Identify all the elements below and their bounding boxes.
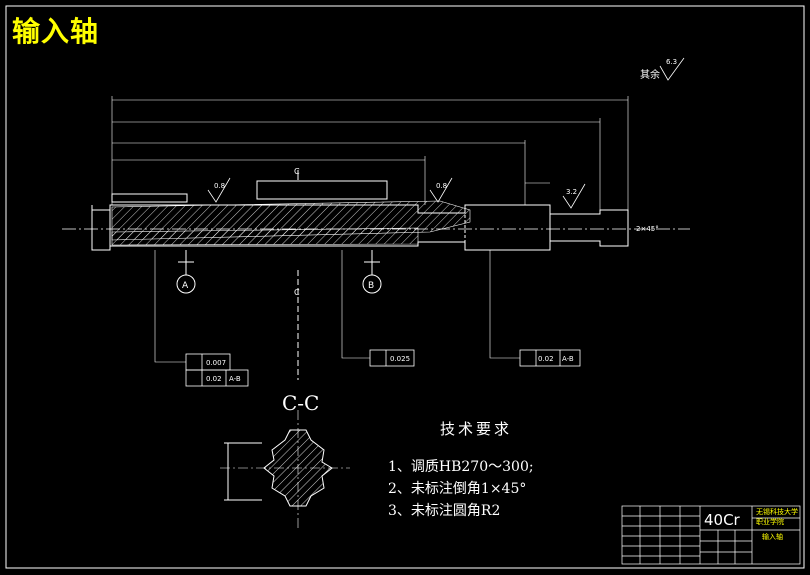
tech-requirement-3: 3、未标注圆角R2 <box>388 503 501 519</box>
roughness-value-1: 0.8 <box>214 182 225 190</box>
tolerance-frames <box>185 349 581 387</box>
title-block <box>621 505 801 565</box>
roughness-marks <box>207 57 685 209</box>
tol-right-datum: A-B <box>562 355 574 363</box>
dimension-lines <box>111 96 629 210</box>
spline-hatch <box>111 200 471 246</box>
part-name: 输入轴 <box>762 533 783 541</box>
datum-a-symbol <box>176 250 196 294</box>
chamfer-note: 2×45° <box>636 225 659 233</box>
section-mark-bottom: C <box>294 288 300 297</box>
datum-a-label: A <box>182 281 189 291</box>
rest-roughness-label: 其余 <box>640 70 660 81</box>
section-view <box>220 410 350 530</box>
datum-b-label: B <box>368 281 374 291</box>
tol-left-runout: 0.007 <box>206 359 226 367</box>
tol-mid-runout: 0.025 <box>390 355 410 363</box>
rest-roughness-value: 6.3 <box>666 58 677 66</box>
drawing-title: 输入轴 <box>12 15 100 48</box>
keyway-small <box>111 193 188 203</box>
tol-left-perp-datum: A-B <box>229 375 241 383</box>
datum-b-symbol <box>362 250 382 294</box>
section-mark-top: C <box>294 167 300 176</box>
material-label: 40Cr <box>704 511 740 529</box>
tech-requirement-2: 2、未标注倒角1×45° <box>388 481 527 497</box>
section-view-label: C-C <box>282 391 320 415</box>
roughness-value-3: 3.2 <box>566 188 577 196</box>
tol-left-perp: 0.02 <box>206 375 222 383</box>
keyway-top <box>256 180 388 200</box>
tech-requirements-heading: 技术要求 <box>440 420 513 438</box>
tol-right-runout: 0.02 <box>538 355 554 363</box>
roughness-value-2: 0.8 <box>436 182 447 190</box>
school-name: 无锡科技大学职业学院 <box>756 508 798 526</box>
tech-requirement-1: 1、调质HB270～300; <box>388 459 534 475</box>
drawing-frame <box>5 5 805 569</box>
tolerance-leaders <box>154 250 520 363</box>
